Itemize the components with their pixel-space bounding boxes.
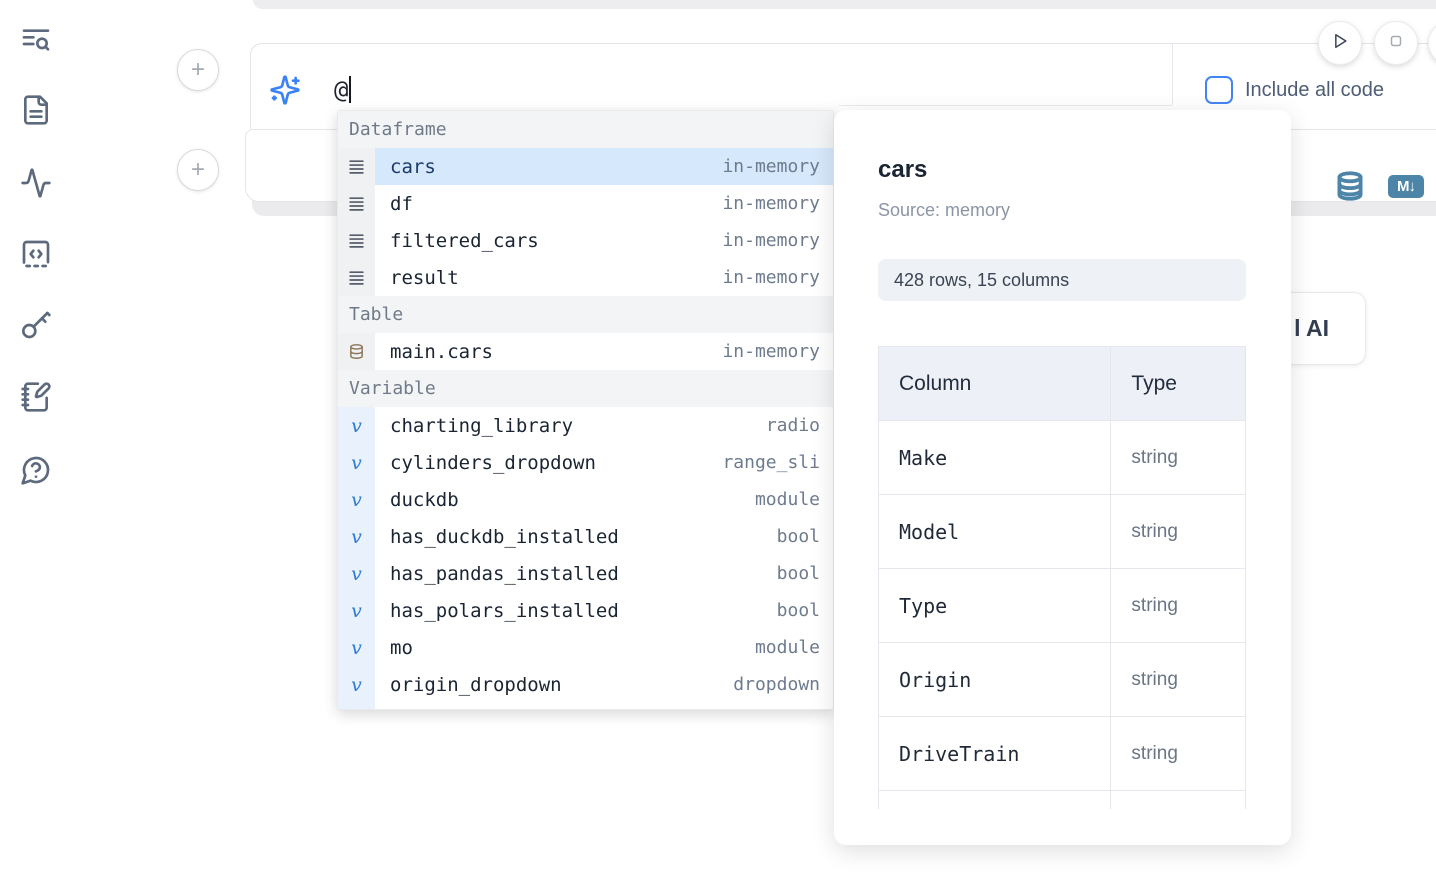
dataframe-icon <box>338 185 375 222</box>
preview-source: Source: memory <box>878 200 1291 221</box>
schema-table-wrapper: Column Type Make string Model string Typ… <box>878 346 1247 809</box>
sidebar-item-keys[interactable] <box>20 309 52 341</box>
schema-table: Column Type Make string Model string Typ… <box>878 346 1246 809</box>
autocomplete-item[interactable]: v has_duckdb_installed bool <box>338 518 833 555</box>
variable-icon: v <box>338 481 375 518</box>
add-cell-above-button[interactable]: + <box>177 49 219 91</box>
dataframe-icon <box>338 222 375 259</box>
section-header-table: Table <box>338 296 833 333</box>
column-header: Column <box>879 347 1111 421</box>
autocomplete-item[interactable]: filtered_cars in-memory <box>338 222 833 259</box>
autocomplete-item[interactable]: main.cars in-memory <box>338 333 833 370</box>
preview-title: cars <box>878 156 1291 184</box>
database-icon <box>1335 188 1365 205</box>
table-database-icon <box>338 333 375 370</box>
file-document-icon <box>20 113 52 130</box>
prompt-divider <box>1172 44 1173 105</box>
section-header-dataframe: Dataframe <box>338 111 833 148</box>
sidebar-item-snippets[interactable] <box>20 238 52 270</box>
autocomplete-item[interactable]: v origin_dropdown dropdown <box>338 666 833 703</box>
dataframe-icon <box>338 259 375 296</box>
autocomplete-item[interactable]: v duckdb module <box>338 481 833 518</box>
help-chat-icon <box>20 473 52 490</box>
sidebar-item-activity[interactable] <box>20 167 52 199</box>
dataframe-icon <box>338 148 375 185</box>
text-search-icon <box>20 43 52 60</box>
autocomplete-dropdown: Dataframe cars in-memory df in-memory fi… <box>337 110 834 710</box>
sidebar-item-scratchpad[interactable] <box>20 381 52 413</box>
table-row: DriveTrain string <box>879 717 1246 791</box>
run-cell-button[interactable] <box>1318 21 1362 65</box>
ai-sparkles-icon <box>269 74 301 106</box>
table-row: Origin string <box>879 643 1246 717</box>
variable-icon: v <box>338 592 375 629</box>
type-header: Type <box>1111 347 1246 421</box>
variable-icon: v <box>338 518 375 555</box>
dataframe-preview-panel: cars Source: memory 428 rows, 15 columns… <box>834 110 1291 845</box>
play-icon <box>1330 31 1350 56</box>
datasource-button[interactable] <box>1335 171 1365 203</box>
autocomplete-item[interactable]: cars in-memory <box>338 148 833 185</box>
table-row <box>879 791 1246 810</box>
variable-icon: v <box>338 703 375 710</box>
stop-cell-button[interactable] <box>1374 21 1418 65</box>
table-row: Model string <box>879 495 1246 569</box>
activity-icon <box>20 186 52 203</box>
sidebar-item-help[interactable] <box>20 454 52 486</box>
ai-prompt-input[interactable]: @ <box>334 76 351 104</box>
include-all-code-checkbox[interactable] <box>1205 76 1233 104</box>
variable-icon: v <box>338 444 375 481</box>
autocomplete-item[interactable]: v has_pandas_installed bool <box>338 555 833 592</box>
section-header-variable: Variable <box>338 370 833 407</box>
variable-icon: v <box>338 407 375 444</box>
stop-icon <box>1387 32 1405 55</box>
autocomplete-item[interactable]: v cylinders_dropdown range_sli <box>338 444 833 481</box>
shape-badge: 428 rows, 15 columns <box>878 259 1246 301</box>
autocomplete-item[interactable]: v mo module <box>338 629 833 666</box>
autocomplete-item[interactable]: v charting_library radio <box>338 407 833 444</box>
autocomplete-item[interactable]: v has_polars_installed bool <box>338 592 833 629</box>
prompt-input-border <box>839 105 1172 106</box>
table-row: Type string <box>879 569 1246 643</box>
key-icon <box>20 328 52 345</box>
sidebar-item-files[interactable] <box>20 94 52 126</box>
variable-icon: v <box>338 666 375 703</box>
scratchpad-icon <box>20 400 52 417</box>
table-row: Make string <box>879 421 1246 495</box>
autocomplete-item[interactable]: df in-memory <box>338 185 833 222</box>
markdown-badge-icon[interactable]: M↓ <box>1388 175 1424 198</box>
autocomplete-item[interactable]: result in-memory <box>338 259 833 296</box>
include-all-code-label: Include all code <box>1245 79 1384 102</box>
previous-cell-edge <box>253 0 1436 9</box>
add-cell-below-button[interactable]: + <box>177 149 219 191</box>
variable-icon: v <box>338 555 375 592</box>
autocomplete-item[interactable]: v pd module <box>338 703 833 710</box>
variable-icon: v <box>338 629 375 666</box>
text-cursor <box>349 76 351 103</box>
sidebar-item-search[interactable] <box>20 24 52 56</box>
code-cell-icon <box>20 257 52 274</box>
